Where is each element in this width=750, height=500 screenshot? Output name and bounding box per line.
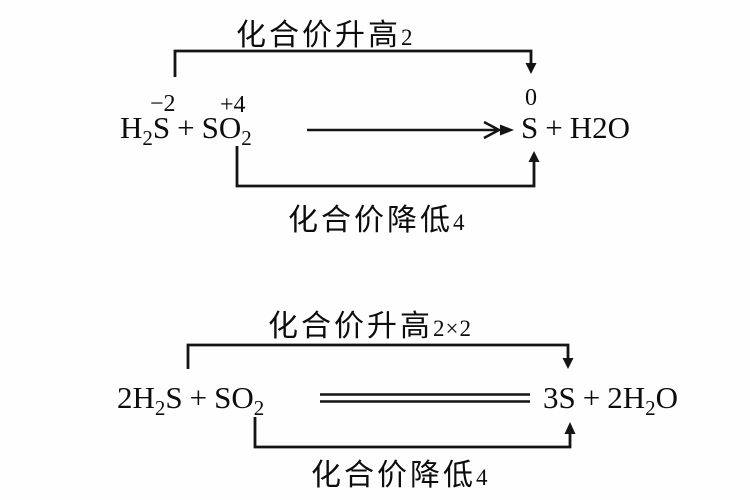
increase-arrowhead-1 (525, 63, 537, 74)
h2s-coefficient: 2 (117, 380, 133, 415)
h2s-sulfur: S (165, 380, 183, 415)
plus-sign: + (189, 380, 208, 415)
water-subscript: 2 (645, 396, 656, 420)
equation-2-lhs: 2H2S+SO2 (117, 380, 264, 420)
plus-sign: + (582, 380, 601, 415)
water-oxygen: O (655, 380, 679, 415)
sulfur-product-term: 3S (543, 380, 576, 415)
valence-decrease-text-1: 化合价降低 (288, 204, 453, 237)
so2-symbol: SO (214, 380, 254, 415)
h2s-symbol: H (132, 380, 155, 415)
so2-subscript: 2 (253, 396, 265, 420)
decrease-bracket-2 (253, 417, 572, 449)
so2-symbol: SO (201, 110, 242, 145)
valence-increase-label-2: 化合价升高2×2 (268, 301, 472, 345)
valence-decrease-amount-2: 4 (476, 465, 489, 490)
equation-2-rhs: 3S+2H2O (543, 380, 679, 420)
equation-1-lhs: H2S+SO2 (120, 110, 252, 150)
h2s-sulfur: S (152, 110, 171, 145)
valence-increase-label-1: 化合价升高2 (236, 10, 414, 54)
h2s-subscript: 2 (154, 396, 166, 420)
decrease-arrowhead-2 (564, 422, 576, 434)
so2-subscript: 2 (241, 126, 252, 150)
water-symbol: H (622, 380, 646, 415)
increase-arrowhead-2 (562, 358, 574, 369)
reaction-arrow-chevron-1 (483, 120, 502, 140)
h2s-symbol: H (120, 110, 143, 145)
valence-increase-amount-2: 2×2 (433, 316, 472, 341)
increase-bracket-2 (186, 343, 570, 369)
decrease-bracket-1 (235, 146, 536, 188)
equation-1-rhs: S+H2O (521, 110, 630, 146)
increase-bracket-1 (173, 49, 533, 77)
oxidation-state-so2: +4 (220, 92, 246, 118)
valence-decrease-label-1: 化合价降低4 (288, 195, 466, 239)
oxidation-state-s-product: 0 (525, 85, 537, 111)
valence-increase-text-1: 化合价升高 (236, 19, 401, 52)
plus-sign: + (545, 110, 563, 145)
valence-decrease-label-2: 化合价降低4 (311, 450, 489, 494)
valence-increase-amount-1: 2 (401, 25, 414, 50)
h2s-subscript: 2 (142, 126, 153, 150)
decrease-arrowhead-1 (528, 151, 540, 162)
oxidation-state-h2s: −2 (150, 91, 176, 117)
sulfur-product-symbol: S (521, 110, 539, 145)
water-symbol: H2O (569, 110, 631, 145)
valence-increase-text-2: 化合价升高 (268, 310, 433, 343)
valence-decrease-amount-1: 4 (453, 210, 466, 235)
plus-sign: + (177, 110, 195, 145)
water-coefficient: 2 (607, 380, 623, 415)
reaction-arrowhead-1 (500, 124, 514, 136)
valence-decrease-text-2: 化合价降低 (311, 459, 476, 492)
